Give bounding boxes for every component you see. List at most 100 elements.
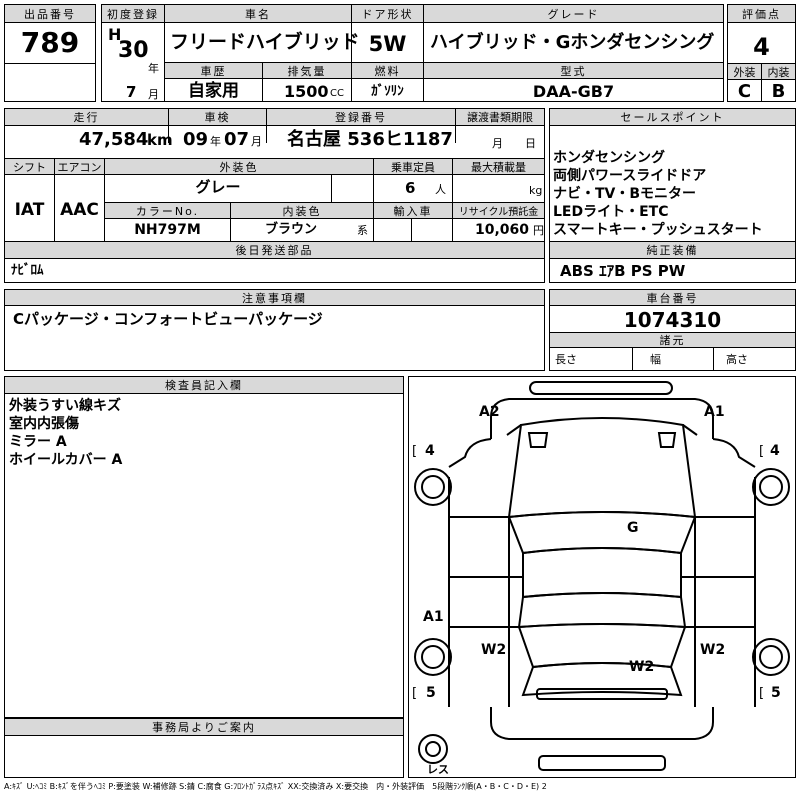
bracket-right: [ [759, 686, 764, 701]
recycle-label: リサイクル預託金 [453, 203, 544, 218]
inspection-month-unit: 月 [251, 135, 262, 148]
damage-mark: 5 [771, 685, 781, 701]
lot-number-box: 出品番号 789 [4, 4, 96, 102]
damage-mark: W2 [629, 659, 654, 675]
damage-mark: W2 [481, 642, 506, 658]
list-item: 外装うすい線キズ [9, 398, 121, 414]
transfer-month: 月 [492, 137, 503, 150]
inspection-label: 車検 [169, 109, 266, 125]
ac-value: AAC [60, 200, 99, 220]
chassis-box: 車台番号 1074310 諸元 長さ 幅 高さ [549, 289, 796, 371]
mileage-label: 走行 [5, 109, 168, 125]
inspection-year-unit: 年 [210, 135, 221, 148]
damage-mark: G [627, 520, 639, 536]
displacement-label: 排気量 [263, 63, 351, 78]
office-box: 事務局よりご案内 [4, 718, 404, 778]
car-name-value: フリードハイブリッド [170, 31, 360, 53]
office-label: 事務局よりご案内 [5, 719, 403, 735]
transfer-label: 譲渡書類期限 [456, 109, 544, 125]
inspector-list: 外装うすい線キズ 室内内張傷 ミラー A ホイールカバー A [9, 397, 122, 469]
list-item: スマートキー・プッシュスタート [553, 222, 763, 238]
damage-mark: A1 [704, 404, 725, 420]
spare-tire-label: レス [427, 763, 449, 776]
door-value: 5W [368, 32, 407, 56]
inspection-month: 07 [224, 129, 250, 150]
score-value: 4 [753, 33, 770, 61]
door-label: ドア形状 [352, 5, 423, 22]
list-item: 両側パワースライドドア [553, 168, 707, 184]
ext-label: 外装 [728, 64, 761, 79]
notes-box: 注意事項欄 Cパッケージ・コンフォートビューパッケージ [4, 289, 545, 371]
color-label: 外装色 [105, 159, 373, 174]
history-label: 車歴 [165, 63, 262, 78]
damage-mark: 4 [425, 443, 435, 459]
vehicle-info-box: 初度登録 車名 ドア形状 グレード H 30 年 フリードハイブリッド 5W ハ… [101, 4, 724, 102]
color-no-value: NH797M [134, 222, 201, 238]
color-no-label: カラーNo. [105, 203, 230, 218]
specs-label: 諸元 [550, 333, 795, 347]
sales-points-box: セールスポイント ホンダセンシング 両側パワースライドドア ナビ・TV・Bモニタ… [549, 108, 796, 242]
spec-length-label: 長さ [555, 353, 577, 366]
recycle-unit: 円 [533, 224, 544, 237]
year-unit: 年 [148, 62, 159, 75]
list-item: LEDライト・ETC [553, 204, 669, 220]
ac-label: エアコン [55, 159, 104, 174]
first-reg-label: 初度登録 [102, 5, 164, 22]
damage-mark: 4 [770, 443, 780, 459]
damage-mark: A1 [423, 609, 444, 625]
bracket-left: [ [412, 444, 417, 459]
lot-number-value: 789 [20, 26, 80, 59]
grade-label: グレード [424, 5, 723, 22]
score-label: 評価点 [728, 5, 795, 22]
car-name-label: 車名 [165, 5, 351, 22]
model-label: 型式 [424, 63, 723, 78]
displacement-unit: CC [330, 88, 344, 99]
sales-points-list: ホンダセンシング 両側パワースライドドア ナビ・TV・Bモニター LEDライト・… [553, 149, 763, 239]
registration-value: 名古屋 536ヒ1187 [287, 129, 453, 150]
score-box: 評価点 4 外装 内装 C B [727, 4, 796, 102]
equipment-label: 純正装備 [550, 242, 795, 258]
chassis-label: 車台番号 [550, 290, 795, 305]
interior-color-unit: 系 [357, 224, 368, 237]
bracket-right: [ [759, 444, 764, 459]
capacity-label: 乗車定員 [374, 159, 452, 174]
later-parts-label: 後日発送部品 [5, 242, 544, 258]
int-label: 内装 [762, 64, 795, 79]
displacement-value: 1500 [284, 82, 329, 101]
equipment-box: 純正装備 ABS ｴｱB PS PW [549, 241, 796, 283]
later-parts-value: ﾅﾋﾞﾛﾑ [11, 263, 44, 278]
sales-points-label: セールスポイント [550, 109, 795, 125]
details-box: 走行 車検 登録番号 譲渡書類期限 47,584 km 09 年 07 月 名古… [4, 108, 545, 242]
load-unit: kg [529, 184, 543, 197]
color-value: グレー [195, 178, 241, 196]
mileage-value: 47,584 [79, 129, 149, 150]
spec-height-label: 高さ [726, 353, 748, 366]
notes-value: Cパッケージ・コンフォートビューパッケージ [13, 310, 323, 328]
capacity-value: 6 [405, 179, 416, 197]
recycle-value: 10,060 [475, 222, 530, 238]
shift-label: シフト [5, 159, 54, 174]
registration-label: 登録番号 [267, 109, 455, 125]
transfer-day: 日 [525, 137, 536, 150]
equipment-value: ABS ｴｱB PS PW [560, 262, 686, 280]
damage-diagram-box: A2 A1 4 4 G A1 W2 W2 W2 5 5 レス [ [ [ [ [408, 376, 796, 778]
capacity-unit: 人 [435, 183, 446, 196]
year-value: 30 [118, 38, 149, 63]
shift-value: IAT [14, 200, 45, 220]
damage-legend: A:ｷｽﾞ U:ﾍｺﾐ B:ｷｽﾞを伴うﾍｺﾐ P:要塗装 W:補修跡 S:錆 … [4, 782, 547, 791]
list-item: ホンダセンシング [553, 150, 665, 166]
later-parts-box: 後日発送部品 ﾅﾋﾞﾛﾑ [4, 241, 545, 283]
mileage-unit: km [147, 131, 173, 149]
model-value: DAA-GB7 [532, 82, 615, 101]
bracket-left: [ [412, 686, 417, 701]
int-value: B [771, 81, 786, 102]
damage-mark: 5 [426, 685, 436, 701]
spec-width-label: 幅 [650, 353, 661, 366]
chassis-value: 1074310 [623, 308, 722, 332]
damage-mark: W2 [700, 642, 725, 658]
list-item: ナビ・TV・Bモニター [553, 186, 697, 202]
damage-mark: A2 [479, 404, 500, 420]
lot-number-label: 出品番号 [5, 5, 95, 22]
grade-value: ハイブリッド・Gホンダセンシング [430, 32, 715, 53]
car-diagram: A2 A1 4 4 G A1 W2 W2 W2 5 5 レス [ [ [ [ [412, 381, 790, 776]
